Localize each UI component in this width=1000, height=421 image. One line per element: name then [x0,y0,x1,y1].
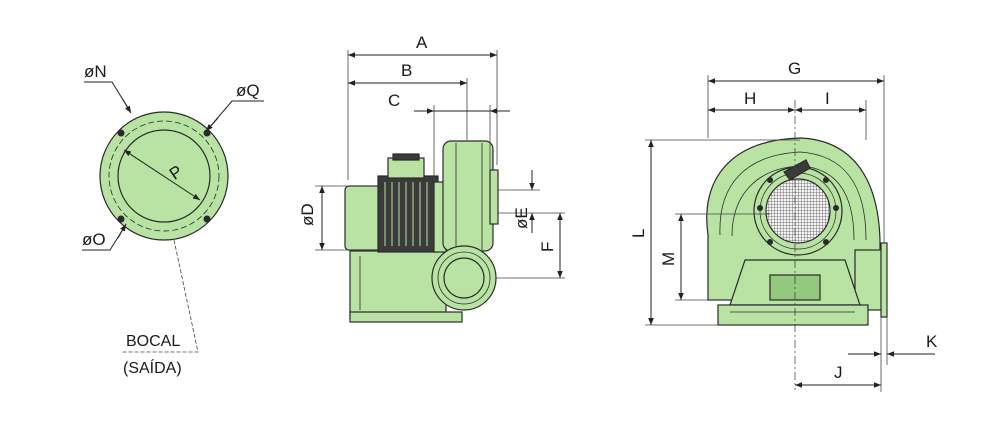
label-j: J [834,363,843,382]
label-k: K [926,332,938,351]
terminal-box [387,157,425,179]
flange-hole-top-left [117,129,125,137]
front-view: G H I L M J K [629,59,938,392]
leader-q [208,100,264,129]
flange-hole-bottom-left [117,215,125,223]
inlet-grille [765,178,831,244]
side-view: A B C øD øE F [298,33,565,323]
label-phi-e: øE [512,207,531,229]
outlet-duct [854,249,886,311]
base-plate [349,311,463,323]
base-plate-front [717,304,869,326]
label-a: A [416,33,428,52]
label-phi-o: øO [82,230,106,249]
label-m: M [659,252,678,266]
lifting-eye [783,159,811,181]
leader-n [84,81,129,109]
label-l: L [629,229,648,238]
base-frame [349,250,447,318]
flange-bolt-circle [108,120,220,232]
label-f: F [538,242,557,252]
leader-bocal [122,239,199,353]
outlet-flange [880,242,888,318]
label-saida: (SAÍDA) [123,358,182,377]
label-b: B [401,61,412,80]
label-g: G [788,59,801,78]
label-i: I [825,89,830,108]
label-phi-n: øN [84,62,107,81]
label-phi-d: øD [298,203,317,226]
label-c: C [388,91,400,110]
inlet-ring [489,169,499,225]
motor-fin-lines [384,182,428,246]
label-h: H [744,89,756,108]
label-phi-q: øQ [236,81,260,100]
flange-hole-bottom-right [203,215,211,223]
motor-fins [377,175,439,253]
dim-p-line [123,149,201,201]
fan-housing [442,140,494,252]
label-bocal: BOCAL [126,333,180,350]
flange-hole-top-right [203,129,211,137]
outlet-flange-view: P øN øQ øO BOCAL (SAÍDA) [82,62,264,377]
